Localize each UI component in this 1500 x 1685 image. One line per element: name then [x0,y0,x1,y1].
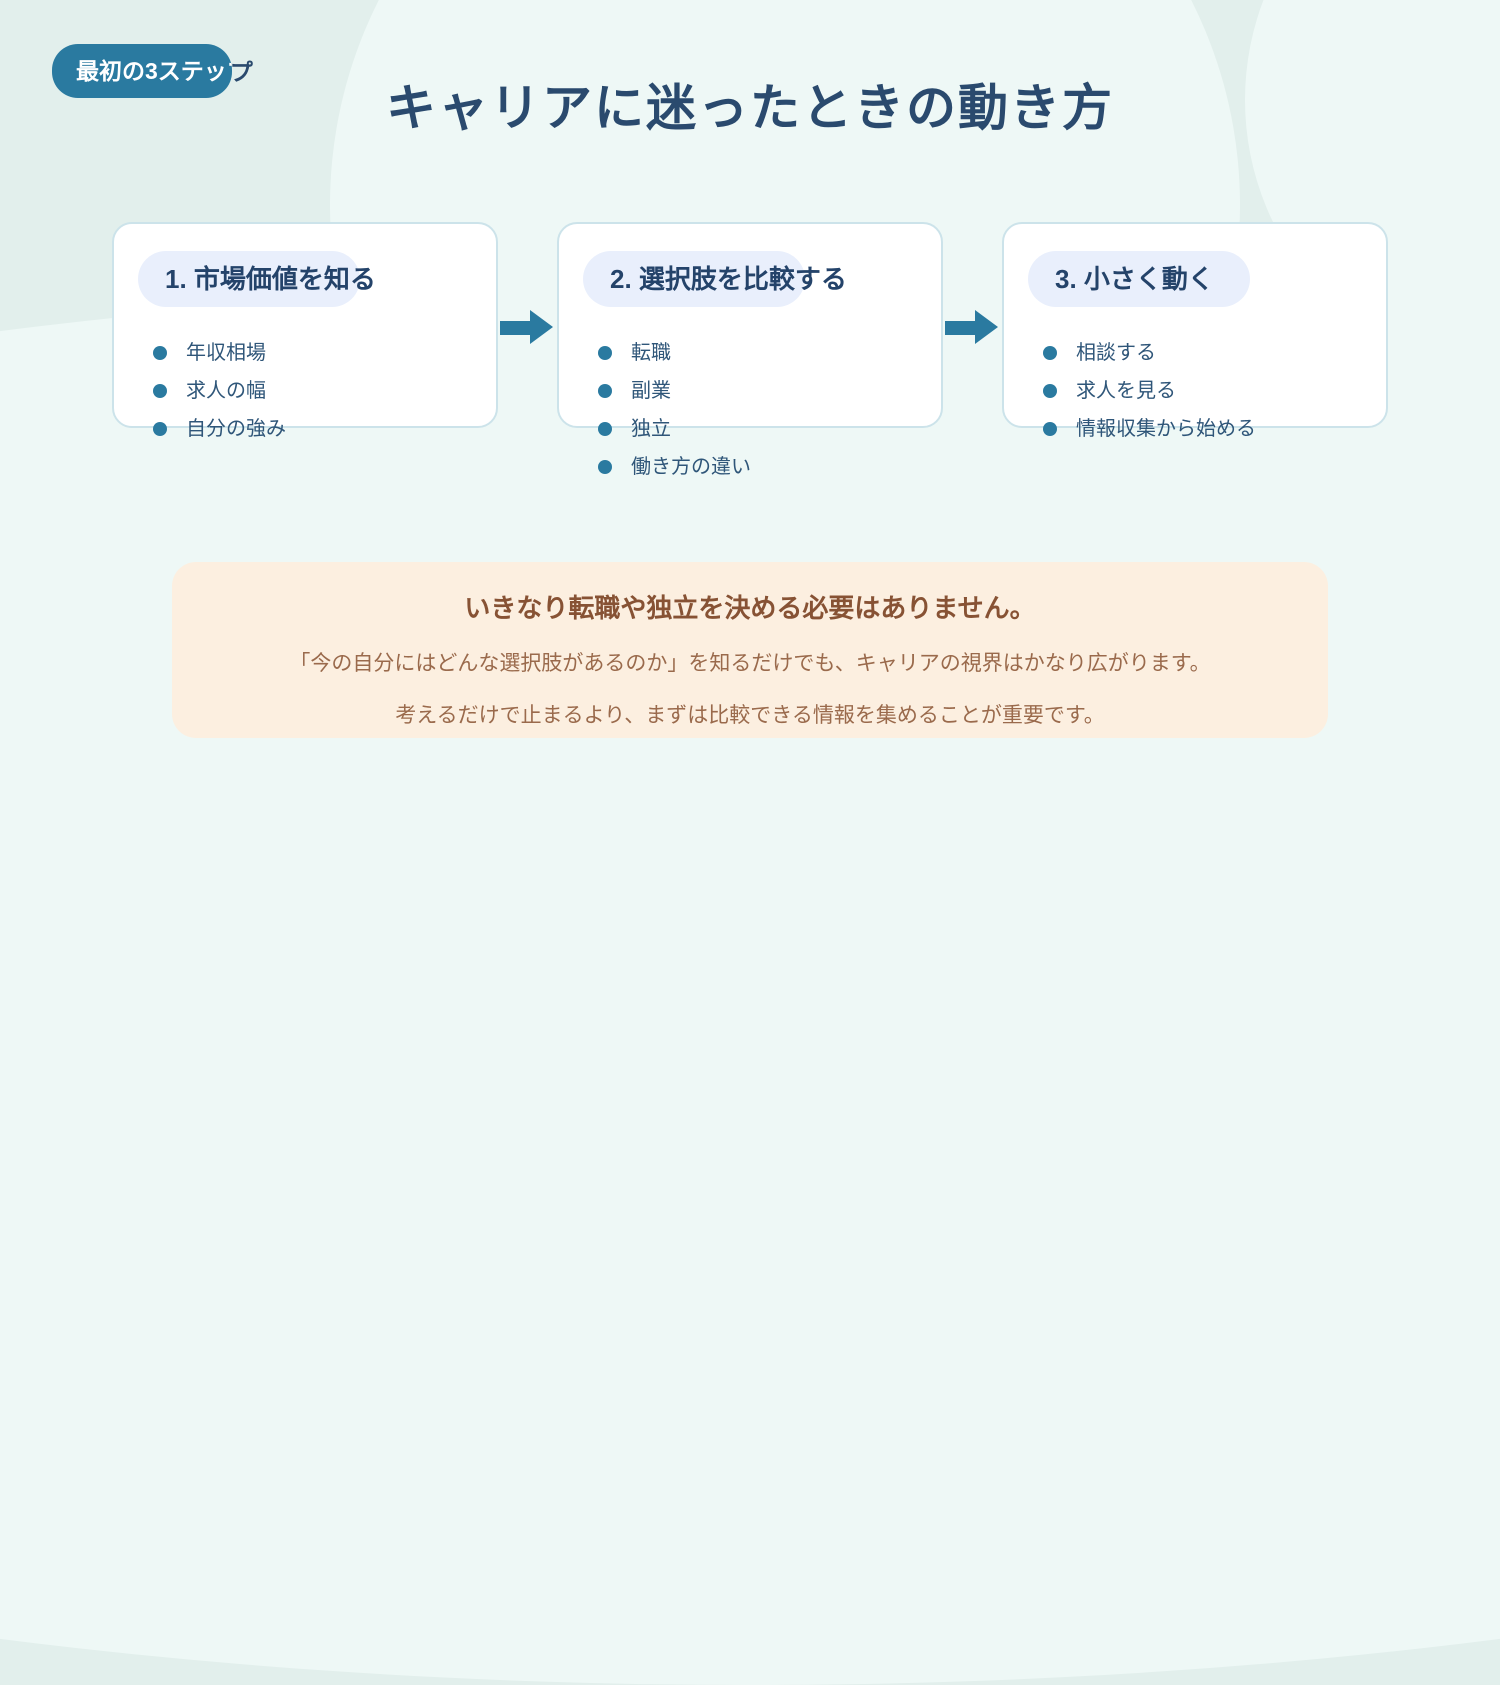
note-line-2: 考えるだけで止まるより、まずは比較できる情報を集めることが重要です。 [395,704,1105,727]
arrow-head [530,310,553,344]
list-item: 転職 [559,334,941,372]
step-2-heading-pill: 2. 選択肢を比較する [583,251,847,307]
arrow-head [975,310,998,344]
list-item: 情報収集から始める [1004,410,1386,448]
note-line-1: 「今の自分にはどんな選択肢があるのか」を知るだけでも、キャリアの視界はかなり広が… [289,652,1211,675]
list-item: 自分の強み [114,410,496,448]
arrow-shaft [500,321,533,335]
step-badge-pill: 最初の3ステップ [52,44,232,98]
page-title: キャリアに迷ったときの動き方 [386,80,1114,136]
list-item-label: 相談する [1076,342,1156,364]
step-card-2: 2. 選択肢を比較する 転職 副業 独立 働き方の違い [557,222,943,478]
list-item-label: 求人を見る [1076,380,1176,402]
list-item-label: 働き方の違い [631,456,751,478]
arrow-right-icon [945,310,998,345]
step-badge: 最初の3ステップ 最初の3ステップ [52,44,253,98]
list-item: 求人の幅 [114,372,496,410]
bullet-dot-icon [1043,346,1057,360]
list-item: 相談する [1004,334,1386,372]
arrow-shaft [945,321,978,335]
list-item-label: 自分の強み [186,418,286,440]
list-item-label: 求人の幅 [186,380,266,402]
list-item: 副業 [559,372,941,410]
note-box: いきなり転職や独立を決める必要はありません。 「今の自分にはどんな選択肢があるの… [172,562,1328,738]
step-card-3: 3. 小さく動く 相談する 求人を見る 情報収集から始める [1002,222,1388,440]
step-1-heading-pill: 1. 市場価値を知る [138,251,376,307]
background-blob-bottom [0,285,1500,1685]
step-2-list: 転職 副業 独立 働き方の違い [559,334,941,486]
note-heading: いきなり転職や独立を決める必要はありません。 [464,593,1036,623]
list-item-label: 独立 [631,418,671,440]
bullet-dot-icon [1043,384,1057,398]
list-item-label: 転職 [631,342,671,364]
bullet-dot-icon [1043,422,1057,436]
step-1-heading: 1. 市場価値を知る [165,264,376,294]
step-card-1: 1. 市場価値を知る 年収相場 求人の幅 自分の強み [112,222,498,440]
arrow-right-icon [500,310,553,345]
list-item: 求人を見る [1004,372,1386,410]
list-item: 年収相場 [114,334,496,372]
list-item: 独立 [559,410,941,448]
bullet-dot-icon [598,460,612,474]
step-3-heading: 3. 小さく動く [1055,264,1214,294]
bullet-dot-icon [153,384,167,398]
list-item-label: 年収相場 [186,342,266,364]
bullet-dot-icon [153,422,167,436]
step-badge-label: 最初の3ステップ [76,58,232,84]
step-1-list: 年収相場 求人の幅 自分の強み [114,334,496,448]
list-item: 働き方の違い [559,448,941,486]
bullet-dot-icon [598,422,612,436]
step-3-heading-pill: 3. 小さく動く [1028,251,1250,307]
step-2-heading: 2. 選択肢を比較する [610,264,847,294]
bullet-dot-icon [153,346,167,360]
list-item-label: 副業 [631,380,671,402]
step-3-list: 相談する 求人を見る 情報収集から始める [1004,334,1386,448]
bullet-dot-icon [598,346,612,360]
list-item-label: 情報収集から始める [1076,418,1256,440]
bullet-dot-icon [598,384,612,398]
